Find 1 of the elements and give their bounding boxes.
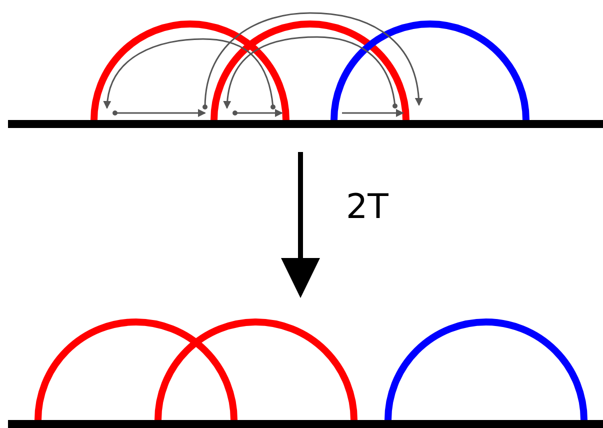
time-label: 2T <box>346 190 388 224</box>
